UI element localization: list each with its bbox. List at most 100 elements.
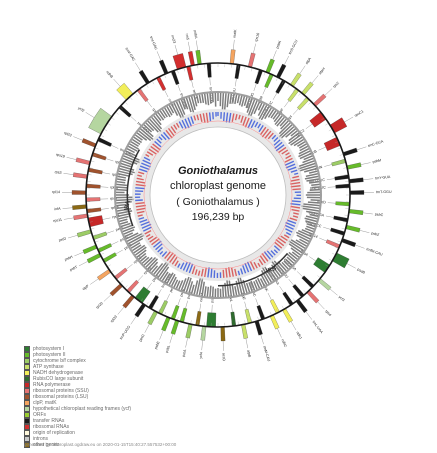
- gene-block-trnfM-CAU: [341, 238, 357, 248]
- gene-block-petG: [147, 310, 158, 326]
- gene-leader-line: [146, 282, 152, 290]
- gene-block-psbD: [335, 201, 350, 207]
- gene-block-trnT-GGU: [349, 190, 365, 195]
- gene-block-psbZ: [345, 224, 361, 233]
- ring-tick: [293, 88, 296, 92]
- gc-bar: [288, 132, 300, 142]
- ring-tick: [321, 117, 325, 120]
- gc-inner-bar: [199, 113, 203, 122]
- gc-bar: [221, 93, 225, 110]
- ring-tick: [244, 66, 246, 70]
- legend-label: ORFs: [33, 412, 47, 418]
- gc-bar: [116, 186, 129, 189]
- gc-inner-bar: [202, 113, 206, 123]
- gc-bar: [298, 160, 315, 167]
- gc-bar: [250, 280, 256, 291]
- ring-tick: [263, 72, 266, 76]
- gene-leader-line: [169, 333, 174, 344]
- gc-bar: [147, 258, 158, 270]
- legend-swatch: [24, 400, 30, 406]
- gc-bar: [168, 273, 176, 285]
- gc-bar: [249, 100, 258, 117]
- ring-tick: [177, 316, 179, 320]
- gc-bar: [171, 103, 179, 116]
- gene-label: matK: [232, 29, 237, 38]
- gc-bar: [306, 178, 319, 182]
- ring-tick: [250, 68, 253, 72]
- gc-inner-bar: [222, 269, 225, 278]
- gc-inner-bar: [136, 177, 144, 181]
- gc-bar: [116, 201, 132, 204]
- gc-bar: [159, 266, 170, 280]
- gene-leader-line: [317, 301, 325, 310]
- gene-leader-line: [359, 230, 370, 233]
- gc-inner-bar: [258, 258, 264, 266]
- gene-label: psbD: [317, 200, 326, 205]
- gene-label: trnL-UAA: [312, 320, 324, 335]
- gc-bar: [141, 256, 150, 264]
- gc-bar: [271, 261, 283, 275]
- gc-bar: [286, 256, 295, 264]
- ring-tick: [298, 93, 301, 96]
- gc-bar: [280, 126, 295, 139]
- gc-inner-bar: [293, 212, 299, 215]
- ring-tick: [337, 240, 341, 243]
- gene-leader-line: [85, 112, 95, 118]
- ring-tick: [130, 97, 133, 100]
- gc-bar: [161, 271, 169, 281]
- gene-block-ycf4: [200, 325, 207, 341]
- gc-inner-bar: [259, 126, 267, 136]
- gc-inner-bar: [285, 163, 296, 169]
- gene-leader-line: [66, 157, 77, 160]
- gene-leader-line: [110, 144, 119, 149]
- gene-label: psbC: [375, 212, 384, 217]
- gene-leader-line: [262, 87, 267, 95]
- gene-leader-line: [174, 45, 178, 55]
- gene-leader-line: [319, 237, 327, 242]
- gc-inner-bar: [169, 254, 176, 263]
- legend-item: photosystem II: [24, 352, 284, 358]
- gc-bar: [243, 96, 248, 107]
- gc-inner-bar: [208, 112, 212, 122]
- gc-bar: [295, 239, 307, 247]
- gc-inner-bar: [145, 233, 151, 238]
- gc-bar: [201, 281, 205, 296]
- genome-backbone-ring: [85, 62, 351, 328]
- gc-bar: [237, 277, 243, 295]
- gc-bar: [293, 138, 304, 147]
- gc-bar: [280, 120, 289, 130]
- gene-label: accD: [222, 353, 226, 362]
- gc-bar: [304, 175, 319, 180]
- gc-inner-bar: [135, 187, 145, 190]
- gc-inner-bar: [156, 138, 162, 144]
- legend-item: hypothetical chloroplast reading frames …: [24, 406, 284, 412]
- gc-inner-bar: [242, 116, 247, 126]
- gc-bar: [143, 124, 153, 133]
- ring-tick: [337, 147, 341, 150]
- gene-label: rpl22: [112, 172, 121, 177]
- gc-inner-bar: [197, 270, 201, 276]
- gene-leader-line: [360, 162, 371, 165]
- gene-block-psbC: [348, 209, 364, 215]
- ring-tick: [125, 102, 128, 105]
- gc-inner-bar: [258, 125, 264, 133]
- ring-tick: [303, 290, 306, 293]
- gene-leader-line: [130, 115, 137, 122]
- legend-label: photosystem II: [33, 352, 66, 358]
- gc-bar: [123, 155, 141, 164]
- gc-inner-bar: [285, 221, 296, 228]
- gc-bar: [309, 180, 320, 184]
- gc-bar: [270, 110, 277, 119]
- ring-tick: [303, 97, 306, 100]
- gc-inner-bar: [135, 204, 146, 208]
- gene-block-petN: [331, 158, 347, 167]
- gene-block-rps14: [325, 239, 341, 249]
- legend-label: photosystem I: [33, 346, 65, 352]
- ring-tick: [313, 107, 316, 110]
- gene-label: psbZ: [371, 231, 381, 237]
- gene-label: rpl20: [95, 301, 104, 309]
- ring-tick: [164, 311, 167, 315]
- gene-leader-line: [103, 294, 112, 302]
- gc-bar: [245, 282, 251, 293]
- gc-bar: [136, 132, 148, 141]
